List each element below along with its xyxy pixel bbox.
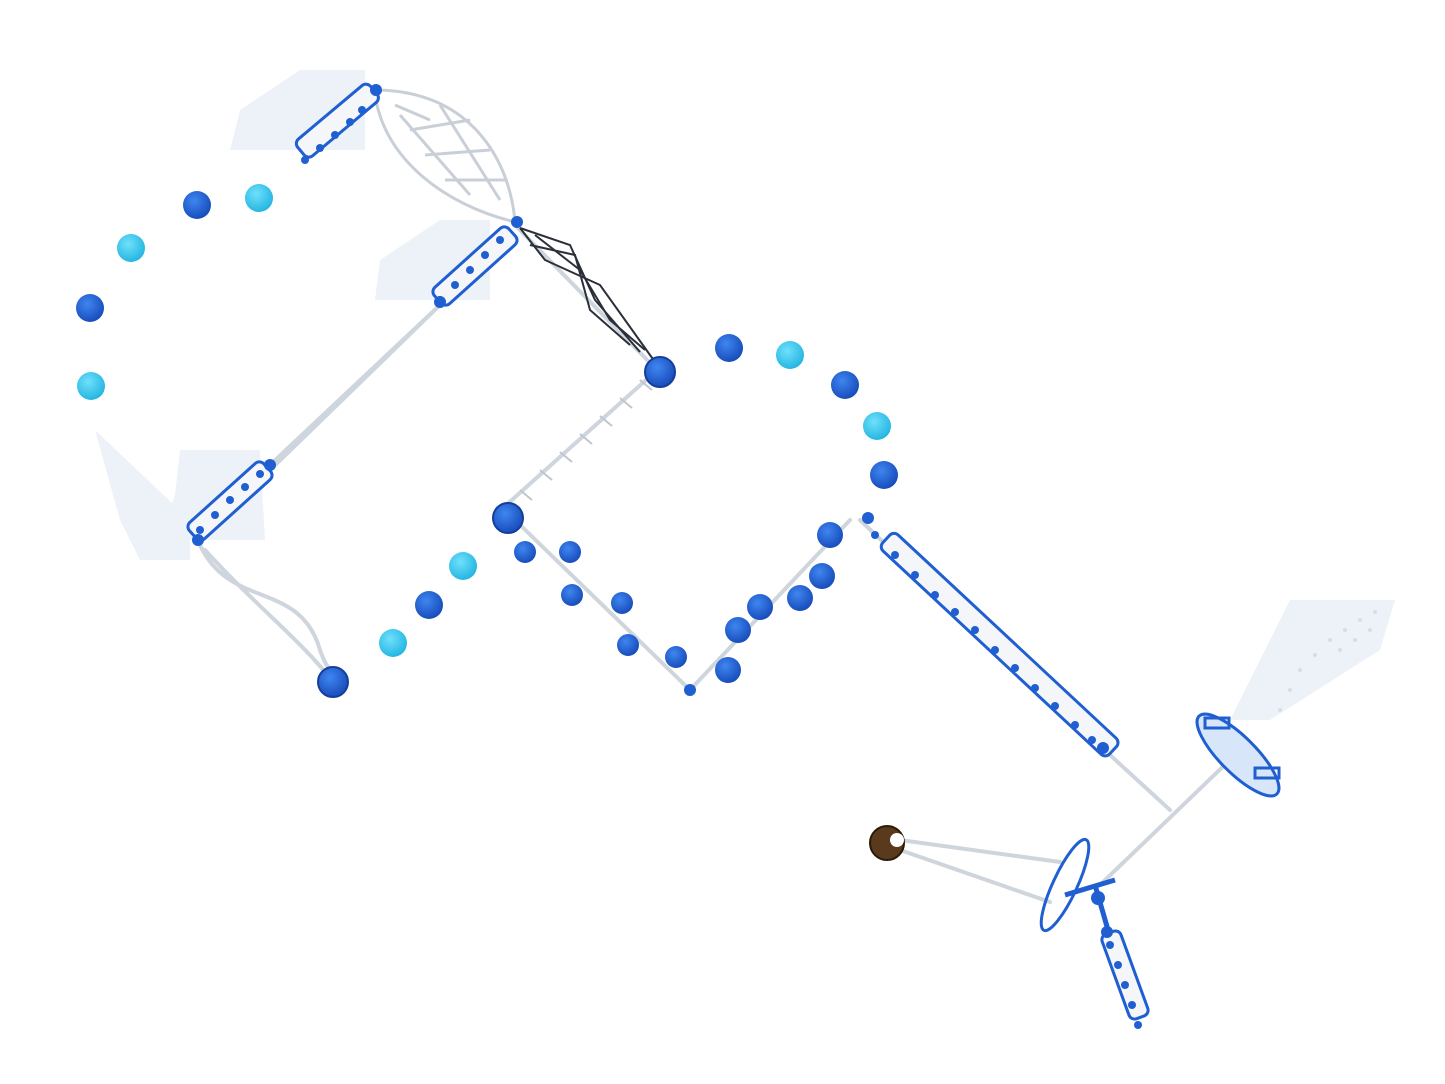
stepping-stone — [863, 412, 891, 440]
stepping-stone — [809, 563, 835, 589]
stepping-stone — [725, 617, 751, 643]
stepping-stone — [77, 372, 105, 400]
stepping-stone — [611, 592, 633, 614]
steel-frame — [196, 223, 1237, 904]
stepping-stone — [449, 552, 477, 580]
stepping-stone — [76, 294, 104, 322]
rope-net — [519, 227, 656, 363]
stepping-stone — [559, 541, 581, 563]
stepping-stone — [831, 371, 859, 399]
climbing-decks — [186, 82, 1150, 1021]
stepping-stone — [715, 334, 743, 362]
ladder-rungs — [519, 379, 653, 501]
stepping-stone — [787, 585, 813, 611]
stepping-stone — [870, 461, 898, 489]
stepping-stone — [715, 657, 741, 683]
stepping-stone — [514, 541, 536, 563]
stepping-stone — [817, 522, 843, 548]
stepping-stone — [245, 184, 273, 212]
climbing-holds — [196, 106, 1142, 1029]
seesaw-platform — [1195, 712, 1281, 798]
stepping-stone — [747, 594, 773, 620]
stepping-stone — [379, 629, 407, 657]
tree-pit — [869, 825, 905, 861]
stepping-stone — [117, 234, 145, 262]
gravel-patch — [1278, 610, 1377, 712]
stepping-stone — [561, 584, 583, 606]
stepping-stone — [776, 341, 804, 369]
deck-right-diagonal — [879, 531, 1120, 758]
stepping-stones — [76, 184, 898, 683]
post-caps — [192, 84, 1109, 754]
stepping-stone — [665, 646, 687, 668]
stepping-stone — [617, 634, 639, 656]
stepping-stone — [415, 591, 443, 619]
arch-bridge — [373, 88, 517, 224]
stepping-stone — [183, 191, 211, 219]
spinner-assembly — [1039, 837, 1116, 938]
